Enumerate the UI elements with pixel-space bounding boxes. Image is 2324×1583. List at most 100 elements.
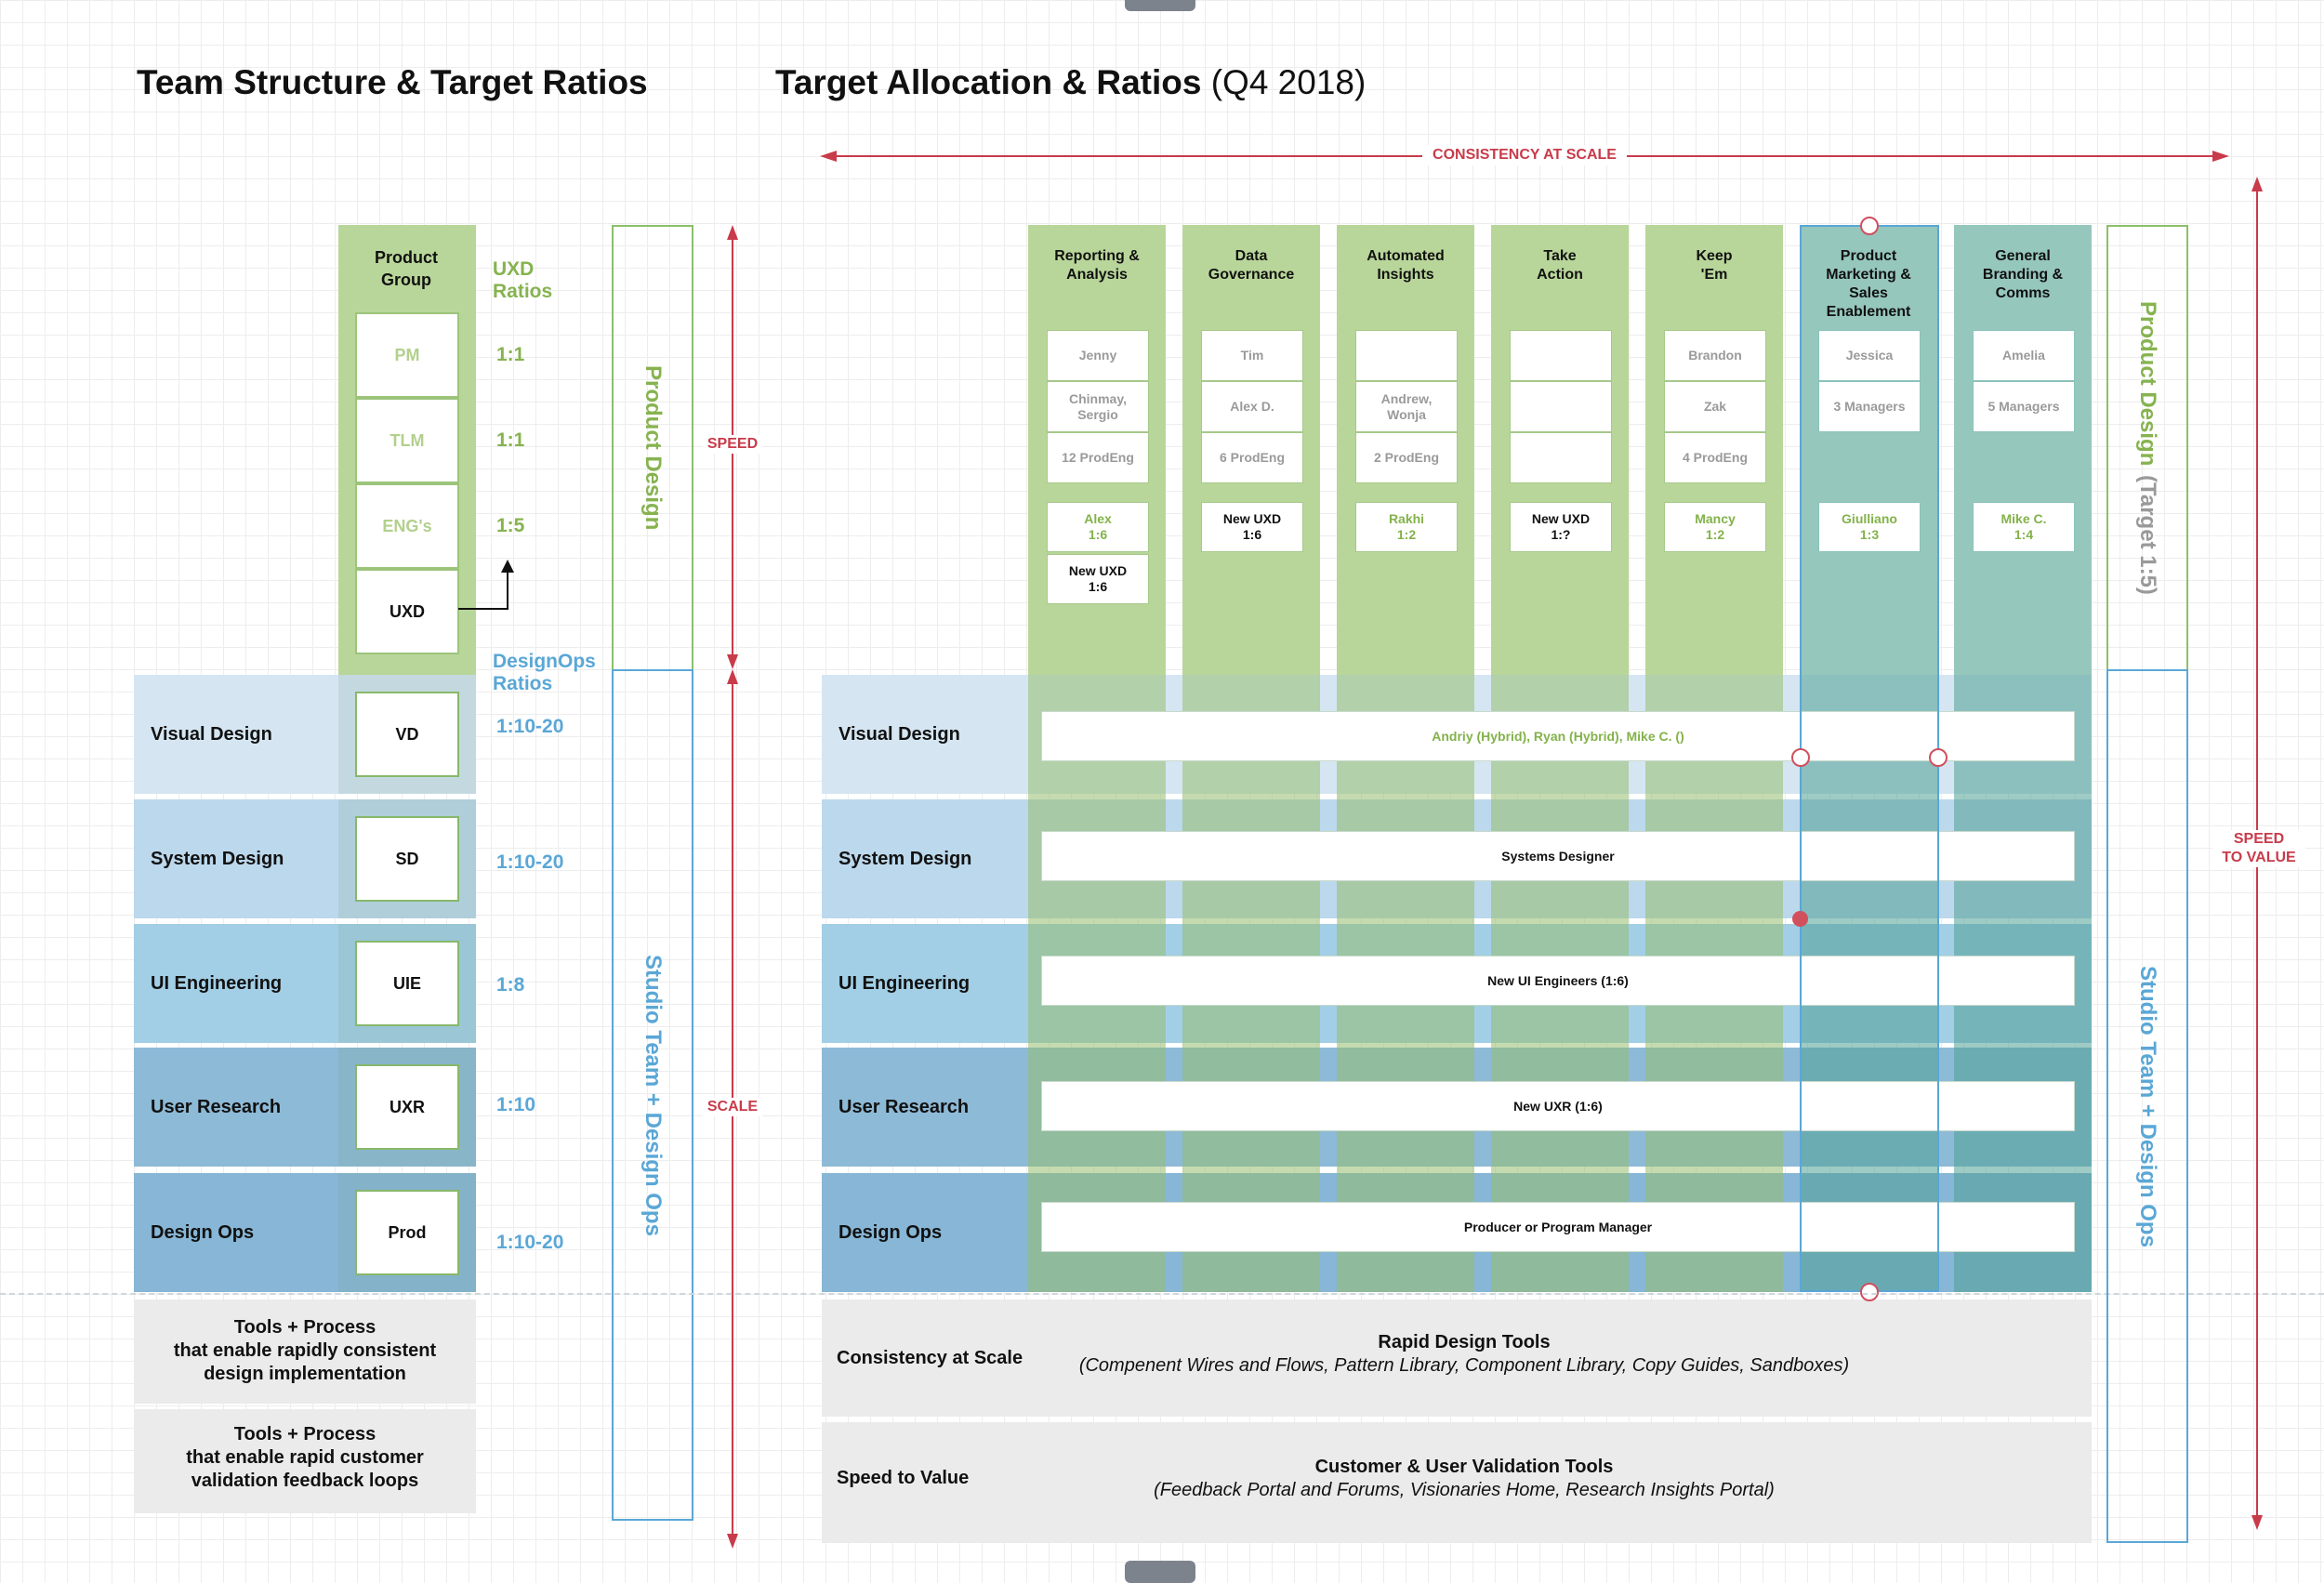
member-cell bbox=[1510, 330, 1612, 381]
tools-text-validation: Tools + Process that enable rapid custom… bbox=[186, 1424, 424, 1491]
studio-row-label: Design Ops bbox=[151, 1221, 255, 1243]
tools-text-consistency: Tools + Process that enable rapidly cons… bbox=[173, 1317, 437, 1384]
top-handle-tab[interactable] bbox=[1125, 0, 1195, 11]
studio-assignment-bar[interactable]: Producer or Program Manager bbox=[1041, 1202, 2075, 1252]
studio-row-label: System Design bbox=[151, 848, 284, 869]
studio-role-box: VD bbox=[355, 692, 459, 777]
scale-label: SCALE bbox=[703, 1098, 762, 1116]
member-cell: 6 ProdEng bbox=[1201, 432, 1303, 483]
uxd-ratio-cell[interactable]: Giulliano 1:3 bbox=[1818, 502, 1921, 552]
designops-ratio-value: 1:8 bbox=[496, 974, 525, 996]
selection-handle-top[interactable] bbox=[1860, 217, 1879, 235]
tools-row-consistency-right bbox=[822, 1299, 2092, 1417]
product-role-box: TLM bbox=[355, 398, 459, 483]
speed-scale-arrows bbox=[727, 225, 738, 1549]
member-cell: 12 ProdEng bbox=[1047, 432, 1149, 483]
studio-row-label-right: UI Engineering bbox=[838, 972, 971, 994]
member-cell: Jessica bbox=[1818, 330, 1921, 381]
column-title: Reporting & Analysis bbox=[1054, 248, 1140, 283]
allocation-column bbox=[1954, 225, 2092, 675]
page-break-line bbox=[0, 1293, 2324, 1295]
studio-row-label: UI Engineering bbox=[151, 972, 283, 994]
right-studio-vertical-label: Studio Team + Design Ops bbox=[2135, 965, 2160, 1247]
right-title: Target Allocation & Ratios (Q4 2018) bbox=[775, 63, 1366, 102]
allocation-column bbox=[1800, 225, 1937, 675]
tools-desc-consistency: (Compenent Wires and Flows, Pattern Libr… bbox=[1078, 1355, 1850, 1376]
uxd-ratios-header: UXD Ratios bbox=[493, 258, 553, 302]
designops-ratio-value: 1:10 bbox=[496, 1094, 536, 1115]
studio-row-label: Visual Design bbox=[151, 723, 272, 745]
uxd-connector-arrow bbox=[458, 560, 514, 610]
column-title: Product Marketing & Sales Enablement bbox=[1826, 248, 1911, 320]
studio-role-box: UIE bbox=[355, 941, 459, 1026]
member-cell bbox=[1510, 381, 1612, 432]
studio-assignment-bar[interactable]: Andriy (Hybrid), Ryan (Hybrid), Mike C. … bbox=[1041, 711, 2075, 761]
connection-point[interactable] bbox=[1792, 911, 1808, 927]
speed-label: SPEED bbox=[703, 435, 762, 454]
uxd-ratio-cell[interactable]: Mancy 1:2 bbox=[1664, 502, 1766, 552]
uxd-ratio-cell[interactable]: Mike C. 1:4 bbox=[1973, 502, 2075, 552]
member-cell: Alex D. bbox=[1201, 381, 1303, 432]
designops-ratio-value: 1:10-20 bbox=[496, 851, 564, 873]
tools-row-speed-right bbox=[822, 1422, 2092, 1543]
selection-outline[interactable] bbox=[1800, 225, 1939, 1292]
left-title: Team Structure & Target Ratios bbox=[137, 63, 648, 101]
member-cell: Zak bbox=[1664, 381, 1766, 432]
column-title: Data Governance bbox=[1208, 248, 1295, 283]
tools-label-speed: Speed to Value bbox=[837, 1468, 970, 1488]
member-cell bbox=[1510, 432, 1612, 483]
right-product-design-vertical-box: Product Design (Target 1:5) bbox=[2106, 225, 2188, 671]
member-cell: 5 Managers bbox=[1973, 381, 2075, 432]
member-cell: Andrew, Wonja bbox=[1355, 381, 1458, 432]
member-cell: Brandon bbox=[1664, 330, 1766, 381]
uxd-ratio-value: 1:1 bbox=[496, 429, 525, 451]
member-cell bbox=[1355, 330, 1458, 381]
studio-row-label-right: System Design bbox=[838, 848, 972, 869]
product-design-vertical-label: Product Design bbox=[640, 365, 666, 531]
uxd-ratio-cell[interactable]: New UXD 1:6 bbox=[1201, 502, 1303, 552]
member-cell: Amelia bbox=[1973, 330, 2075, 381]
studio-role-box: SD bbox=[355, 816, 459, 902]
selection-handle-bottom[interactable] bbox=[1860, 1283, 1879, 1301]
member-cell: Tim bbox=[1201, 330, 1303, 381]
member-cell: 3 Managers bbox=[1818, 381, 1921, 432]
consistency-label: CONSISTENCY AT SCALE bbox=[1422, 145, 1627, 165]
uxd-ratio-value: 1:1 bbox=[496, 344, 525, 365]
studio-row-label-right: Design Ops bbox=[838, 1221, 943, 1243]
product-role-box: ENG's bbox=[355, 483, 459, 569]
studio-vertical-box: Studio Team + Design Ops bbox=[612, 669, 693, 1521]
studio-row-label-right: User Research bbox=[838, 1096, 970, 1117]
column-title: Take Action bbox=[1537, 248, 1583, 283]
column-title: Keep 'Em bbox=[1696, 248, 1733, 283]
right-product-design-target: (Target 1:5) bbox=[2135, 475, 2160, 596]
studio-row-label: User Research bbox=[151, 1096, 282, 1117]
selection-handle-left[interactable] bbox=[1791, 748, 1810, 767]
studio-assignment-bar[interactable]: Systems Designer bbox=[1041, 831, 2075, 881]
right-studio-vertical-box: Studio Team + Design Ops bbox=[2106, 669, 2188, 1543]
uxd-ratio-cell[interactable]: Alex 1:6 bbox=[1047, 502, 1149, 552]
right-title-period: (Q4 2018) bbox=[1210, 63, 1367, 101]
studio-vertical-label: Studio Team + Design Ops bbox=[640, 954, 666, 1236]
product-role-box: UXD bbox=[355, 569, 459, 654]
studio-assignment-bar[interactable]: New UXR (1:6) bbox=[1041, 1081, 2075, 1131]
tools-title-speed: Customer & User Validation Tools bbox=[1314, 1457, 1614, 1477]
uxd-ratio-cell[interactable]: New UXD 1:? bbox=[1510, 502, 1612, 552]
right-product-design-vertical-label: Product Design bbox=[2135, 300, 2160, 467]
member-cell: 4 ProdEng bbox=[1664, 432, 1766, 483]
member-cell: Jenny bbox=[1047, 330, 1149, 381]
studio-role-box: UXR bbox=[355, 1064, 459, 1150]
designops-ratio-value: 1:10-20 bbox=[496, 1232, 564, 1253]
tools-title-consistency: Rapid Design Tools bbox=[1378, 1332, 1551, 1352]
speed-to-value-label: SPEED TO VALUE bbox=[2212, 830, 2305, 867]
bottom-handle-tab[interactable] bbox=[1125, 1561, 1195, 1583]
tools-row-consistency bbox=[134, 1299, 476, 1404]
studio-assignment-bar[interactable]: New UI Engineers (1:6) bbox=[1041, 956, 2075, 1006]
selection-handle-right[interactable] bbox=[1929, 748, 1948, 767]
extra-uxd-cell[interactable]: New UXD 1:6 bbox=[1047, 554, 1149, 604]
studio-row-label-right: Visual Design bbox=[838, 723, 960, 745]
right-title-bold: Target Allocation & Ratios bbox=[775, 63, 1202, 101]
uxd-ratio-cell[interactable]: Rakhi 1:2 bbox=[1355, 502, 1458, 552]
column-title: General Branding & Comms bbox=[1982, 248, 2064, 301]
product-design-vertical-box: Product Design bbox=[612, 225, 693, 671]
designops-ratio-value: 1:10-20 bbox=[496, 716, 564, 737]
